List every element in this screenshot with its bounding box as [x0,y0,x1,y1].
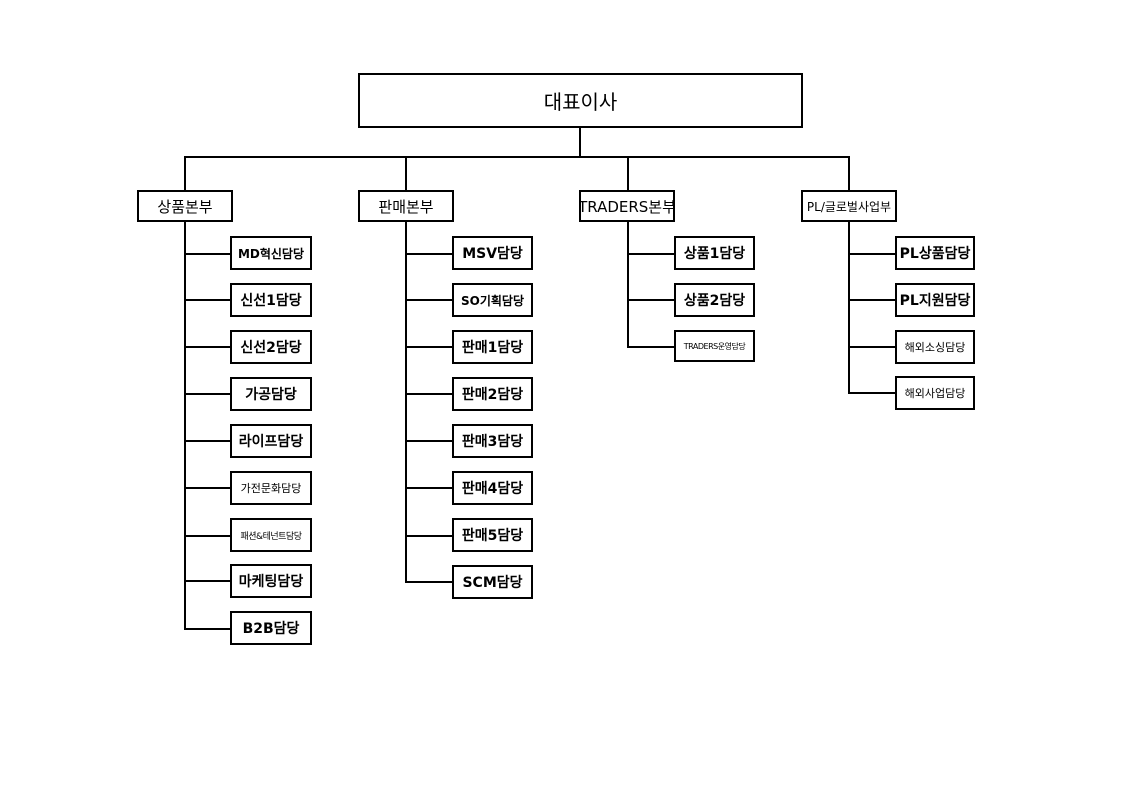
team-label: TRADERS운영담당 [683,341,746,351]
connector-line [184,253,231,255]
team-box: TRADERS운영담당 [674,330,755,362]
team-label: SO기획담당 [460,293,524,308]
team-label: MD혁신담당 [237,246,305,261]
connector-line [405,535,453,537]
connector-line [848,346,896,348]
team-label: 가전문화담당 [240,482,302,495]
team-label: 판매5담당 [461,528,524,544]
connector-line [405,346,453,348]
connector-line [184,346,231,348]
team-box: 판매3담당 [452,424,533,458]
division-box: 상품본부 [137,190,233,222]
connector-line [405,222,407,583]
team-box: 판매4담당 [452,471,533,505]
team-label: 상품2담당 [683,293,746,309]
connector-line [627,299,675,301]
connector-line [627,222,629,348]
team-label: PL상품담당 [899,246,971,262]
division-box: PL/글로벌사업부 [801,190,897,222]
team-box: SCM담당 [452,565,533,599]
team-label: 패션&테넌트담당 [240,531,302,542]
team-label: MSV담당 [462,246,523,262]
team-box: 마케팅담당 [230,564,312,598]
connector-line [405,440,453,442]
team-box: 판매5담당 [452,518,533,552]
team-box: 상품2담당 [674,283,755,317]
connector-line [627,346,675,348]
team-label: 상품1담당 [683,246,746,262]
team-box: PL상품담당 [895,236,975,270]
connector-line [184,393,231,395]
division-label: 판매본부 [378,197,434,216]
team-box: 신선2담당 [230,330,312,364]
ceo-label: 대표이사 [543,90,618,114]
team-box: MSV담당 [452,236,533,270]
team-label: SCM담당 [462,575,523,591]
connector-line [405,393,453,395]
connector-line [405,487,453,489]
team-label: B2B담당 [242,621,300,637]
division-label: PL/글로벌사업부 [806,199,892,214]
team-label: 판매2담당 [461,387,524,403]
connector-line [184,535,231,537]
team-box: 판매1담당 [452,330,533,364]
connector-line [184,580,231,582]
team-label: 라이프담당 [238,434,304,450]
team-box: 신선1담당 [230,283,312,317]
team-label: 신선1담당 [240,293,302,309]
connector-line [184,628,231,630]
connector-line [184,222,186,630]
connector-line [848,299,896,301]
connector-line [405,299,453,301]
division-label: 상품본부 [157,197,213,216]
connector-line [184,156,186,191]
connector-line [627,253,675,255]
team-label: 신선2담당 [240,340,302,356]
team-box: 판매2담당 [452,377,533,411]
connector-line [627,156,629,191]
connector-line [405,253,453,255]
team-label: 판매4담당 [461,481,524,497]
connector-line [184,299,231,301]
connector-line [579,128,581,158]
team-box: 패션&테넌트담당 [230,518,312,552]
division-box: TRADERS본부 [579,190,675,222]
connector-line [184,440,231,442]
team-box: 가공담당 [230,377,312,411]
team-box: 해외소싱담당 [895,330,975,364]
team-label: 해외소싱담당 [904,341,966,354]
ceo-box: 대표이사 [358,73,803,128]
team-box: 가전문화담당 [230,471,312,505]
connector-line [184,487,231,489]
connector-line [848,392,896,394]
team-box: MD혁신담당 [230,236,312,270]
division-box: 판매본부 [358,190,454,222]
team-box: 상품1담당 [674,236,755,270]
connector-line [848,222,850,394]
connector-line [184,156,850,158]
connector-line [848,253,896,255]
connector-line [405,581,453,583]
team-label: 마케팅담당 [238,574,304,590]
team-label: 해외사업담당 [904,387,966,400]
team-label: PL지원담당 [899,293,971,309]
team-box: 라이프담당 [230,424,312,458]
connector-line [405,156,407,191]
division-label: TRADERS본부 [579,197,675,216]
team-label: 가공담당 [245,387,297,403]
team-box: B2B담당 [230,611,312,645]
connector-line [848,156,850,191]
team-box: PL지원담당 [895,283,975,317]
team-box: 해외사업담당 [895,376,975,410]
team-label: 판매3담당 [461,434,524,450]
team-label: 판매1담당 [461,340,524,356]
team-box: SO기획담당 [452,283,533,317]
